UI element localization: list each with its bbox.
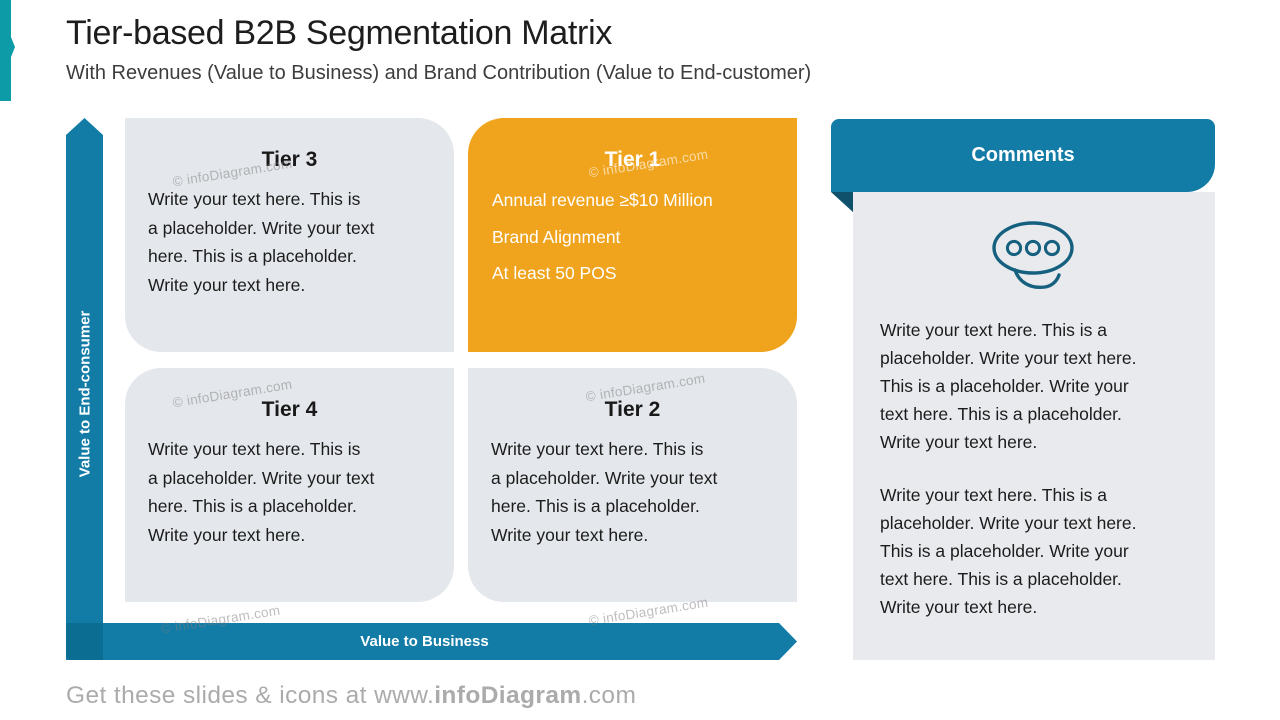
criteria-item: At least 50 POS xyxy=(492,263,617,283)
comments-panel: Write your text here. This is a placehol… xyxy=(853,192,1215,660)
footer-prefix: Get these slides & icons at www. xyxy=(66,682,435,709)
footer-brand: infoDiagram xyxy=(434,682,582,709)
quadrant-body-text: Write your text here. This is a placehol… xyxy=(148,439,375,545)
quadrant-tier-4: Tier 4 Write your text here. This is a p… xyxy=(125,368,454,602)
x-axis-arrow: Value to Business xyxy=(66,623,797,660)
comments-paragraph: Write your text here. This is a placehol… xyxy=(880,485,1137,617)
criteria-item: Brand Alignment xyxy=(492,226,621,247)
quadrant-title: Tier 1 xyxy=(604,148,661,171)
speech-bubble-icon xyxy=(992,221,1074,290)
page-subtitle: With Revenues (Value to Business) and Br… xyxy=(66,62,812,84)
quadrant-tier-3: Tier 3 Write your text here. This is a p… xyxy=(125,118,454,352)
criteria-item: Annual revenue ≥$10 Million xyxy=(492,190,713,210)
quadrant-body-text: Write your text here. This is a placehol… xyxy=(491,439,718,545)
page-title: Tier-based B2B Segmentation Matrix xyxy=(66,14,613,52)
axis-junction xyxy=(66,623,103,660)
comments-header-fold xyxy=(831,192,854,213)
accent-ribbon-icon xyxy=(0,0,15,101)
quadrant-title: Tier 2 xyxy=(604,398,661,421)
quadrant-title: Tier 4 xyxy=(261,398,318,421)
comments-header: Comments xyxy=(831,119,1215,192)
y-axis-label: Value to End-consumer xyxy=(76,311,93,478)
footer-link[interactable]: Get these slides & icons at www.infoDiag… xyxy=(66,682,636,710)
footer-suffix: .com xyxy=(581,682,637,709)
quadrant-body-text: Write your text here. This is a placehol… xyxy=(148,189,375,295)
quadrant-title: Tier 3 xyxy=(261,148,318,171)
x-axis-label: Value to Business xyxy=(360,633,489,650)
quadrant-tier-2: Tier 2 Write your text here. This is a p… xyxy=(468,368,797,602)
comments-header-label: Comments xyxy=(971,144,1075,166)
y-axis-arrow: Value to End-consumer xyxy=(66,118,103,660)
quadrant-tier-1: Tier 1 Annual revenue ≥$10 Million Brand… xyxy=(468,118,797,352)
comments-paragraph: Write your text here. This is a placehol… xyxy=(880,320,1137,452)
quadrant-criteria-list: Annual revenue ≥$10 Million Brand Alignm… xyxy=(468,186,797,288)
